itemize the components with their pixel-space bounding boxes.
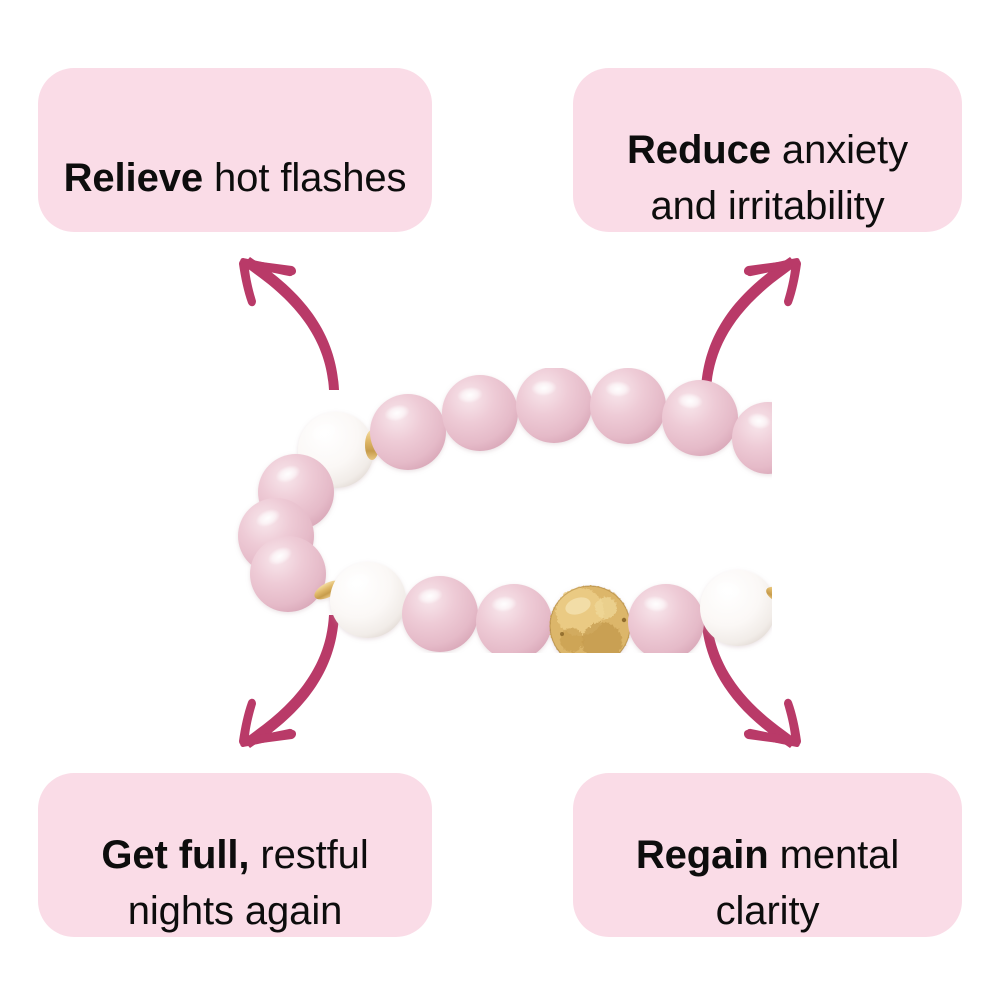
benefit-card-bold-text: Relieve <box>63 156 204 200</box>
bead-white-bottom-right <box>700 570 772 646</box>
bead-gold-textured <box>549 585 631 653</box>
bead-pink-t4 <box>590 368 666 444</box>
benefit-card-relieve-hot-flashes: Relieve hot flashes <box>38 68 432 232</box>
bead-pink-t3 <box>516 368 592 443</box>
bracelet-illustration <box>238 368 772 653</box>
benefit-card-text: Get full, restful nights again <box>62 770 408 940</box>
bead-white-bottom-left <box>330 562 406 638</box>
benefit-card-bold-text: Regain <box>635 832 769 877</box>
bead-pink-t5 <box>662 380 738 456</box>
benefit-card-text: Regain mental clarity <box>597 770 938 940</box>
benefit-card-rest-text: restful nights again <box>127 832 369 934</box>
bead-pink-b2 <box>476 584 552 653</box>
bead-pink-t2 <box>442 375 518 451</box>
benefit-card-rest-text: mental clarity <box>715 832 900 934</box>
benefit-card-bold-text: Reduce <box>627 127 771 172</box>
benefit-card-reduce-anxiety: Reduce anxiety and irritability <box>573 68 962 232</box>
benefit-card-restful-nights: Get full, restful nights again <box>38 773 432 937</box>
benefit-card-bold-text: Get full, <box>101 832 250 877</box>
benefit-card-rest-text: anxiety and irritability <box>650 127 908 229</box>
bead-pink-b3 <box>628 584 704 653</box>
bead-pink-t1 <box>370 394 446 470</box>
product-image-bracelet <box>232 368 772 653</box>
bead-pink-b1 <box>402 576 478 652</box>
benefit-card-text: Relieve hot flashes <box>64 93 407 207</box>
bead-pink-l3 <box>250 536 326 612</box>
benefit-card-text: Reduce anxiety and irritability <box>597 65 938 235</box>
bead-ring <box>238 368 772 653</box>
benefit-card-rest-text: hot flashes <box>203 156 407 200</box>
bead-pink-t6 <box>732 402 772 474</box>
benefit-card-mental-clarity: Regain mental clarity <box>573 773 962 937</box>
